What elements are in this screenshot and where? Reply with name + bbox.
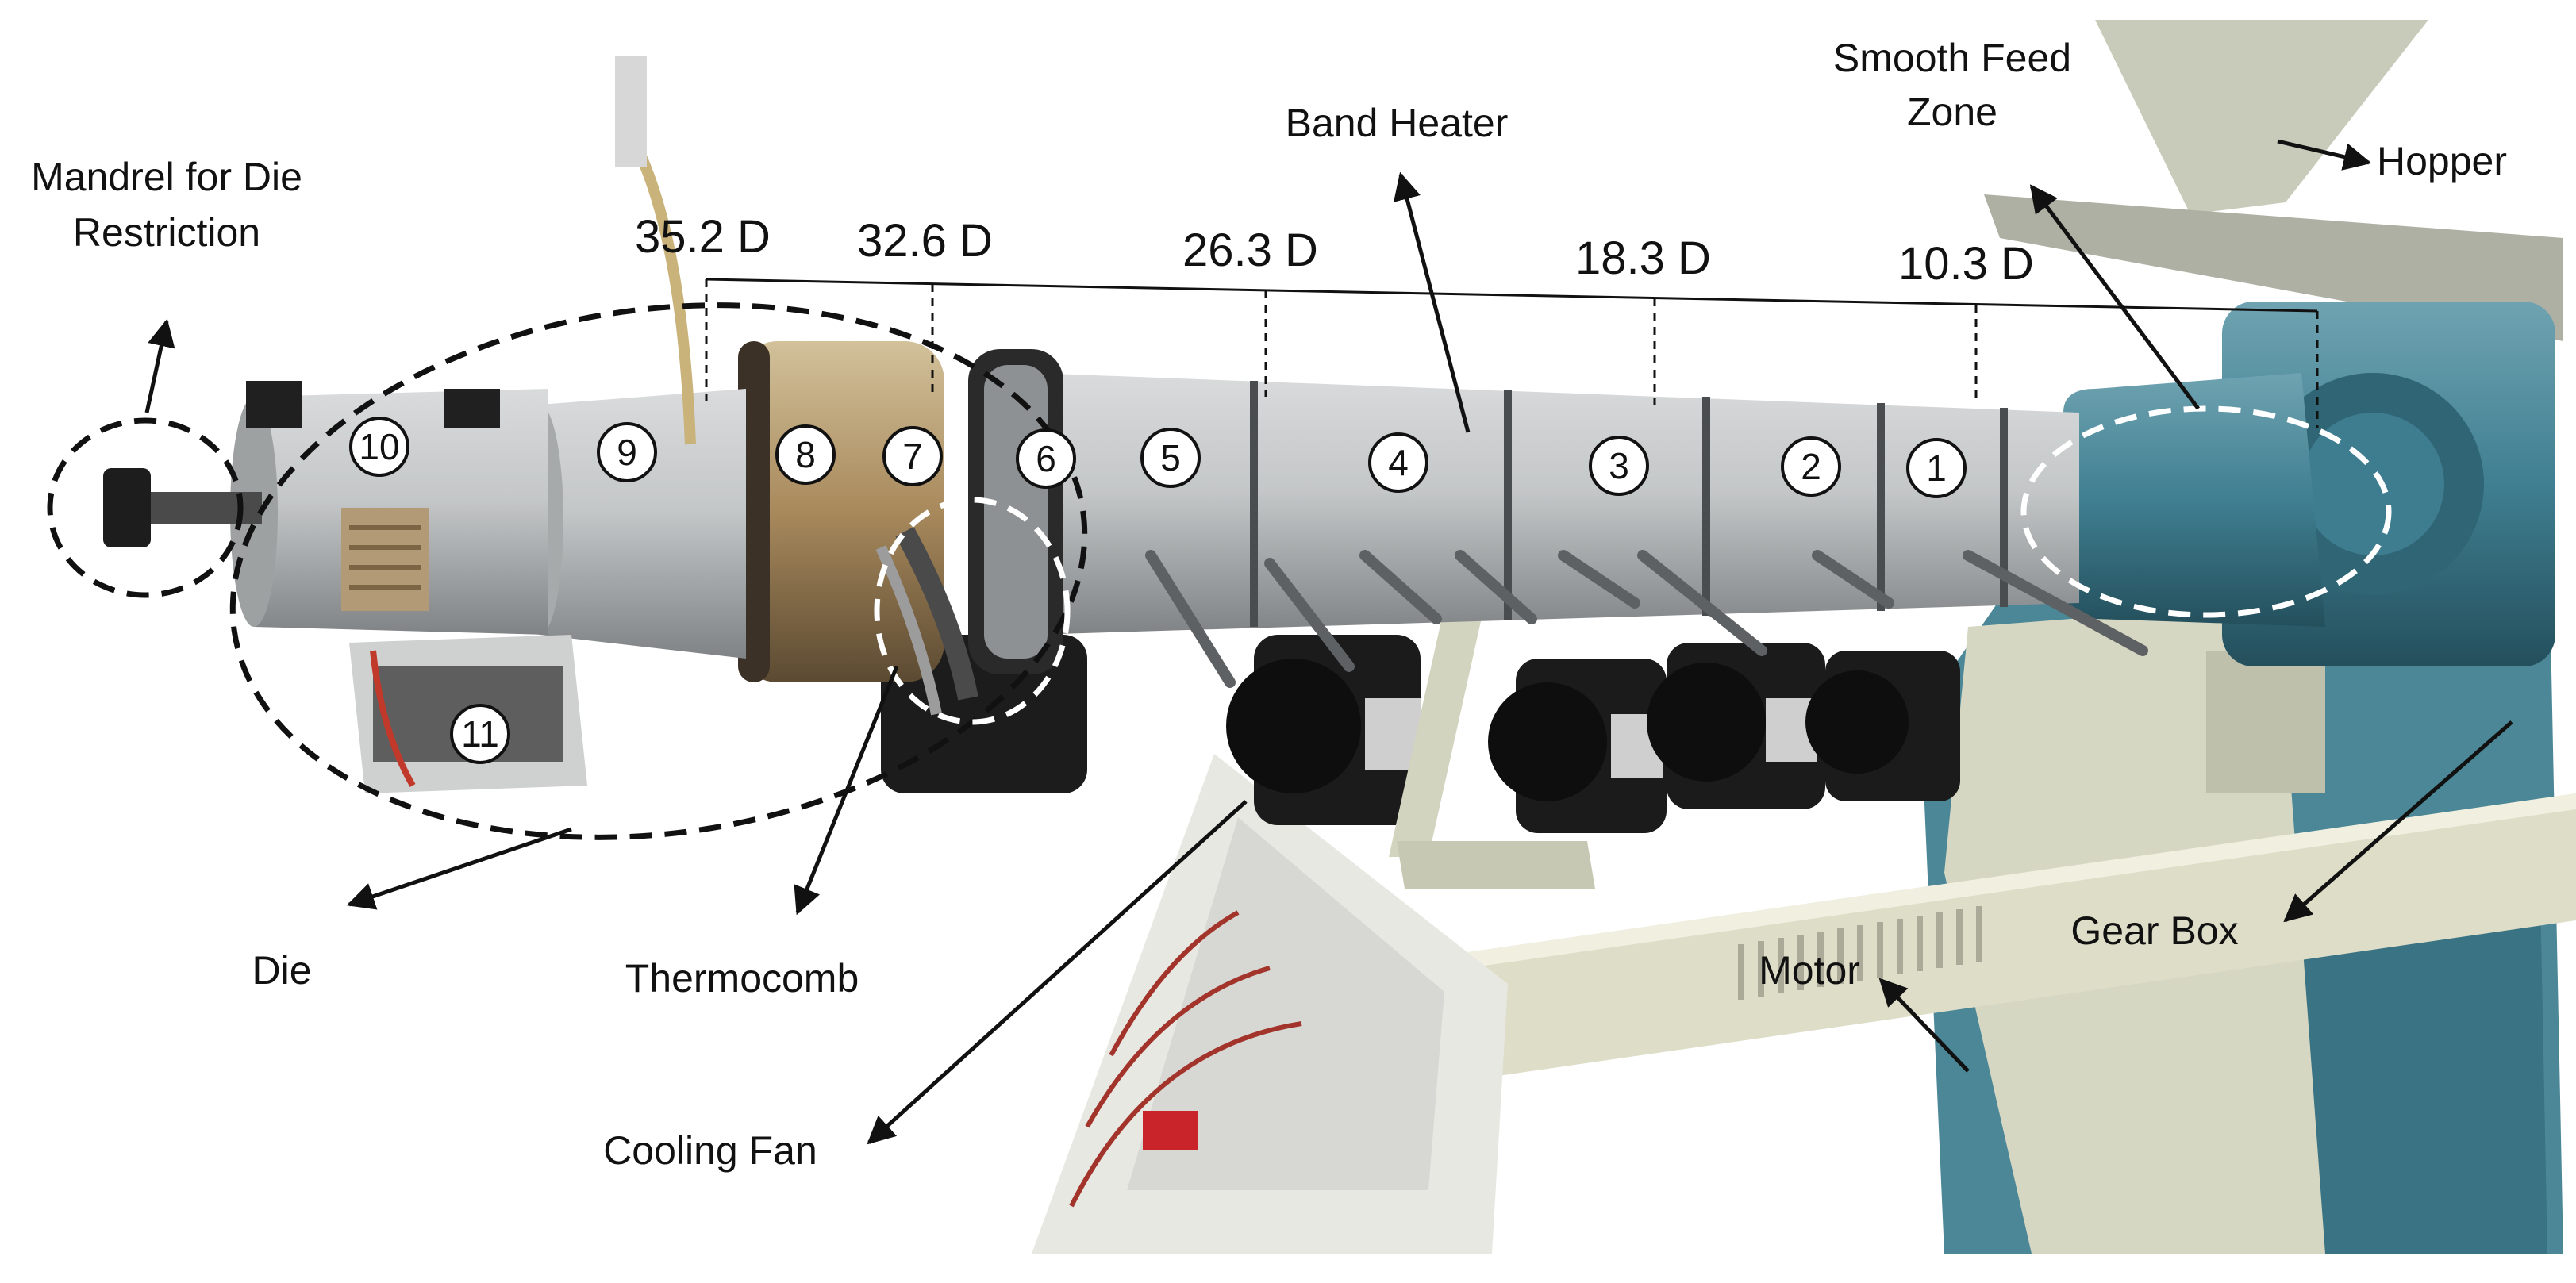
dimension-label: 35.2 D <box>635 211 771 263</box>
highlight-outlines <box>47 302 2392 840</box>
zone-marker: 3 <box>1589 436 1649 496</box>
dimension-labels: 35.2 D 32.6 D 26.3 D 18.3 D 10.3 D <box>635 211 2034 290</box>
label-die: Die <box>252 948 311 993</box>
cooling-fan-unit <box>1647 643 1825 809</box>
label-thermocomb: Thermocomb <box>625 956 859 1001</box>
cooling-fan-unit <box>1226 635 1421 825</box>
zone-label: 5 <box>1160 437 1181 478</box>
zone-label: 8 <box>795 434 816 475</box>
arrow-motor <box>1878 978 1970 1073</box>
extruder-barrel <box>968 349 2148 688</box>
cooling-fan-unit <box>1805 651 1960 801</box>
zone-marker: 5 <box>1140 428 1201 488</box>
arrow-hopper <box>2277 139 2372 171</box>
label-hopper: Hopper <box>2377 139 2507 183</box>
label-band-heater: Band Heater <box>1286 101 1509 145</box>
arrow-band-heater <box>1394 171 1471 433</box>
mandrel-outline <box>47 417 244 598</box>
dimension-label: 10.3 D <box>1898 238 2034 290</box>
dimension-guides <box>705 278 2319 428</box>
label-mandrel-line1: Mandrel for Die <box>31 155 302 199</box>
zone-label: 1 <box>1926 448 1947 489</box>
arrow-smooth-feed <box>2029 184 2200 410</box>
label-gear-box: Gear Box <box>2070 908 2238 953</box>
zone-marker: 10 <box>349 417 409 477</box>
zone-label: 9 <box>617 432 637 473</box>
zone-label: 7 <box>902 436 923 477</box>
dimension-label: 32.6 D <box>857 215 993 267</box>
die-outline <box>229 302 1088 840</box>
arrow-gear-box <box>2283 720 2513 923</box>
arrow-cooling-fan <box>867 800 1248 1145</box>
zone-label: 2 <box>1801 446 1821 487</box>
pointer-arrows <box>144 139 2513 1145</box>
label-smooth-feed-line1: Smooth Feed <box>1833 36 2071 80</box>
zone-label: 6 <box>1036 438 1056 479</box>
dimension-label: 26.3 D <box>1182 225 1318 276</box>
cooling-fans <box>881 571 1960 889</box>
thermocomb-outline <box>874 497 1071 725</box>
zone-markers: 10 9 8 7 6 5 4 3 <box>349 417 1967 764</box>
zone-label: 11 <box>461 713 499 755</box>
zone-marker: 1 <box>1906 438 1967 498</box>
label-mandrel-line2: Restriction <box>73 210 260 255</box>
zone-label: 3 <box>1609 445 1629 486</box>
die-assembly <box>103 56 978 793</box>
zone-label: 10 <box>359 426 399 467</box>
zone-marker: 6 <box>1016 428 1076 489</box>
zone-marker: 9 <box>597 422 657 482</box>
zone-marker: 4 <box>1368 432 1428 493</box>
label-motor: Motor <box>1759 948 1860 993</box>
dimension-label: 18.3 D <box>1575 232 1711 284</box>
smooth-feed-outline <box>2020 405 2392 618</box>
arrow-mandrel <box>144 318 175 413</box>
zone-marker: 7 <box>882 426 943 486</box>
label-cooling-fan: Cooling Fan <box>603 1128 817 1173</box>
label-smooth-feed-line2: Zone <box>1907 90 1997 134</box>
callout-labels: Mandrel for Die Restriction Smooth Feed … <box>31 36 2507 1173</box>
zone-marker: 2 <box>1781 436 1841 497</box>
zone-marker: 8 <box>775 424 836 485</box>
arrow-die <box>346 827 572 910</box>
zone-marker: 11 <box>450 704 510 764</box>
cooling-fan-unit <box>1488 659 1667 833</box>
arrow-thermocomb <box>794 666 899 916</box>
zone-label: 4 <box>1388 442 1409 483</box>
machine-base <box>1032 20 2576 1254</box>
